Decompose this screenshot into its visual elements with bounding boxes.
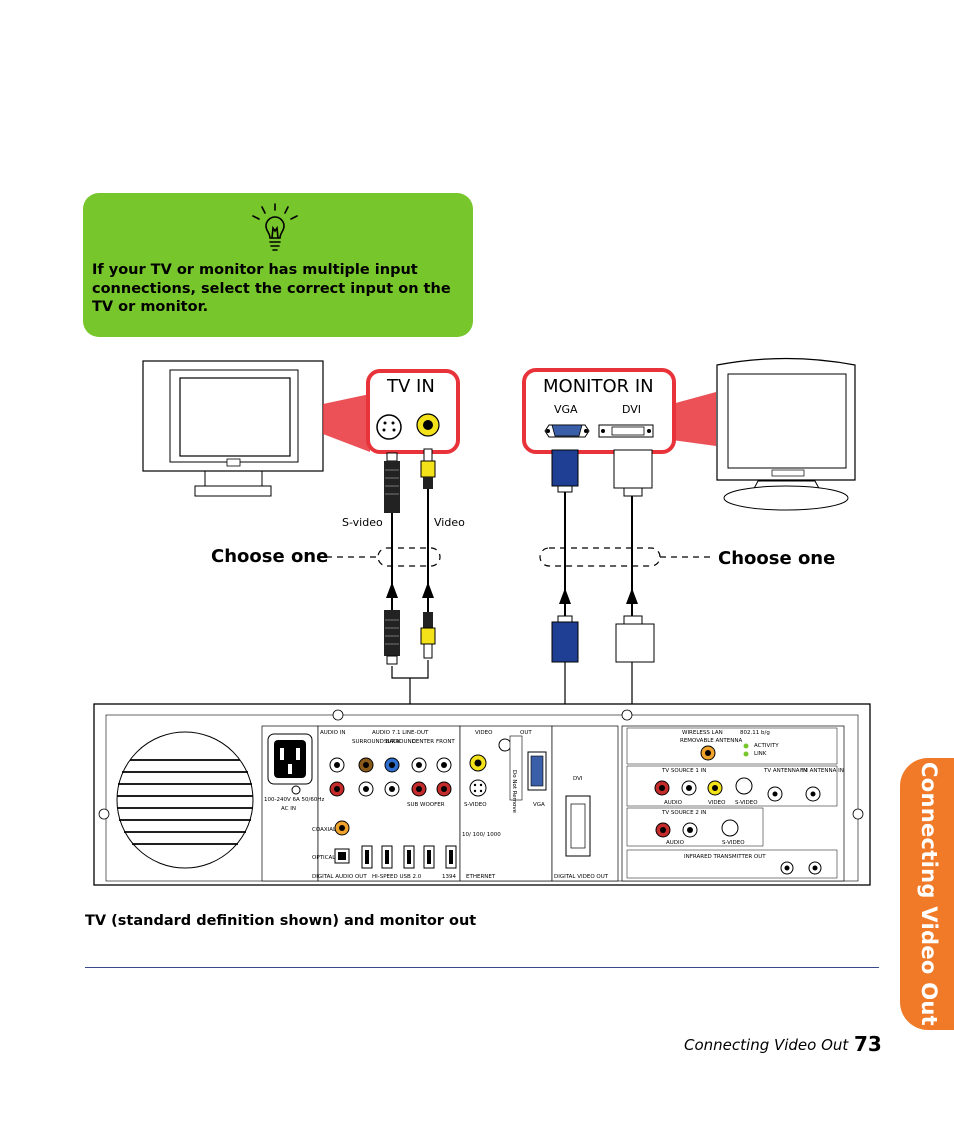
label-infrared-out: INFRARED TRANSMITTER OUT (684, 854, 766, 860)
video-label: Video (434, 516, 465, 529)
section-tab-label: Connecting Video Out (917, 762, 941, 1026)
label-1394: 1394 (442, 874, 456, 880)
label-audio-out: AUDIO 7.1 LINE-OUT (372, 730, 429, 736)
page-number: 73 (854, 1032, 882, 1056)
label-voltage: 100-240V 6A 50/60Hz (264, 797, 324, 803)
divider (85, 967, 879, 968)
label-do-not-remove: Do Not Remove (511, 770, 517, 814)
dvi-label: DVI (622, 403, 642, 416)
label-optical: OPTICAL (312, 855, 336, 861)
label-svideo-out: S-VIDEO (464, 802, 487, 808)
tv-illustration (142, 360, 324, 497)
label-dvi: DVI (573, 776, 583, 782)
choose-one-right: Choose one (718, 548, 836, 569)
composite-port-icon (416, 413, 440, 437)
label-audio-2: AUDIO (666, 840, 685, 846)
tv-in-title: TV IN (387, 376, 435, 397)
label-link: LINK (754, 751, 767, 757)
label-surround: SURROUND (384, 739, 416, 745)
label-sub-woofer: SUB WOOFER (407, 802, 445, 808)
label-center: CENTER (412, 739, 434, 745)
vga-label: VGA (554, 403, 578, 416)
label-audio-in: AUDIO IN (320, 730, 345, 736)
tip-text: If your TV or monitor has multiple input… (92, 262, 451, 315)
label-tv-source-2: TV SOURCE 2 IN (661, 810, 706, 816)
label-ethernet: ETHERNET (466, 874, 496, 880)
label-fm-antenna: FM ANTENNA IN (800, 768, 844, 774)
label-wireless-std: 802.11 b/g (740, 730, 770, 736)
label-audio-1: AUDIO (664, 800, 683, 806)
vga-port-icon (544, 424, 590, 438)
monitor-illustration (716, 357, 856, 511)
dvi-port-icon (598, 424, 654, 438)
label-ac-in: AC IN (281, 806, 296, 812)
label-video-1: VIDEO (708, 800, 726, 806)
label-coaxial: COAXIAL (312, 827, 337, 833)
choose-one-left: Choose one (211, 546, 329, 567)
label-usb: HI-SPEED USB 2.0 (372, 874, 422, 880)
svideo-port-icon (376, 414, 402, 440)
label-front: FRONT (436, 739, 455, 745)
svideo-label: S-video (342, 516, 383, 529)
monitor-in-title: MONITOR IN (543, 376, 654, 397)
label-digital-video-out: DIGITAL VIDEO OUT (554, 874, 609, 880)
pc-back-panel (93, 703, 871, 886)
label-svideo-1: S-VIDEO (735, 800, 758, 806)
label-wireless-lan: WIRELESS LAN (682, 730, 723, 736)
label-removable-antenna: REMOVABLE ANTENNA (680, 738, 742, 744)
figure-caption: TV (standard definition shown) and monit… (85, 913, 477, 929)
footer-section: Connecting Video Out (684, 1036, 849, 1054)
label-svideo-2: S-VIDEO (722, 840, 745, 846)
lightbulb-icon (252, 203, 298, 251)
label-vga: VGA (533, 802, 545, 808)
label-surround-back: SURROUND BACK (352, 739, 401, 745)
label-tv-antenna: TV ANTENNA IN (763, 768, 807, 774)
label-ethernet-speed: 10/ 100/ 1000 (462, 832, 501, 838)
audio-jacks (329, 757, 452, 797)
label-digital-audio-out: DIGITAL AUDIO OUT (312, 874, 367, 880)
label-activity: ACTIVITY (754, 743, 779, 749)
label-video: VIDEO (475, 730, 493, 736)
section-tab (900, 758, 954, 1030)
label-tv-source-1: TV SOURCE 1 IN (661, 768, 706, 774)
label-out: OUT (520, 730, 532, 736)
